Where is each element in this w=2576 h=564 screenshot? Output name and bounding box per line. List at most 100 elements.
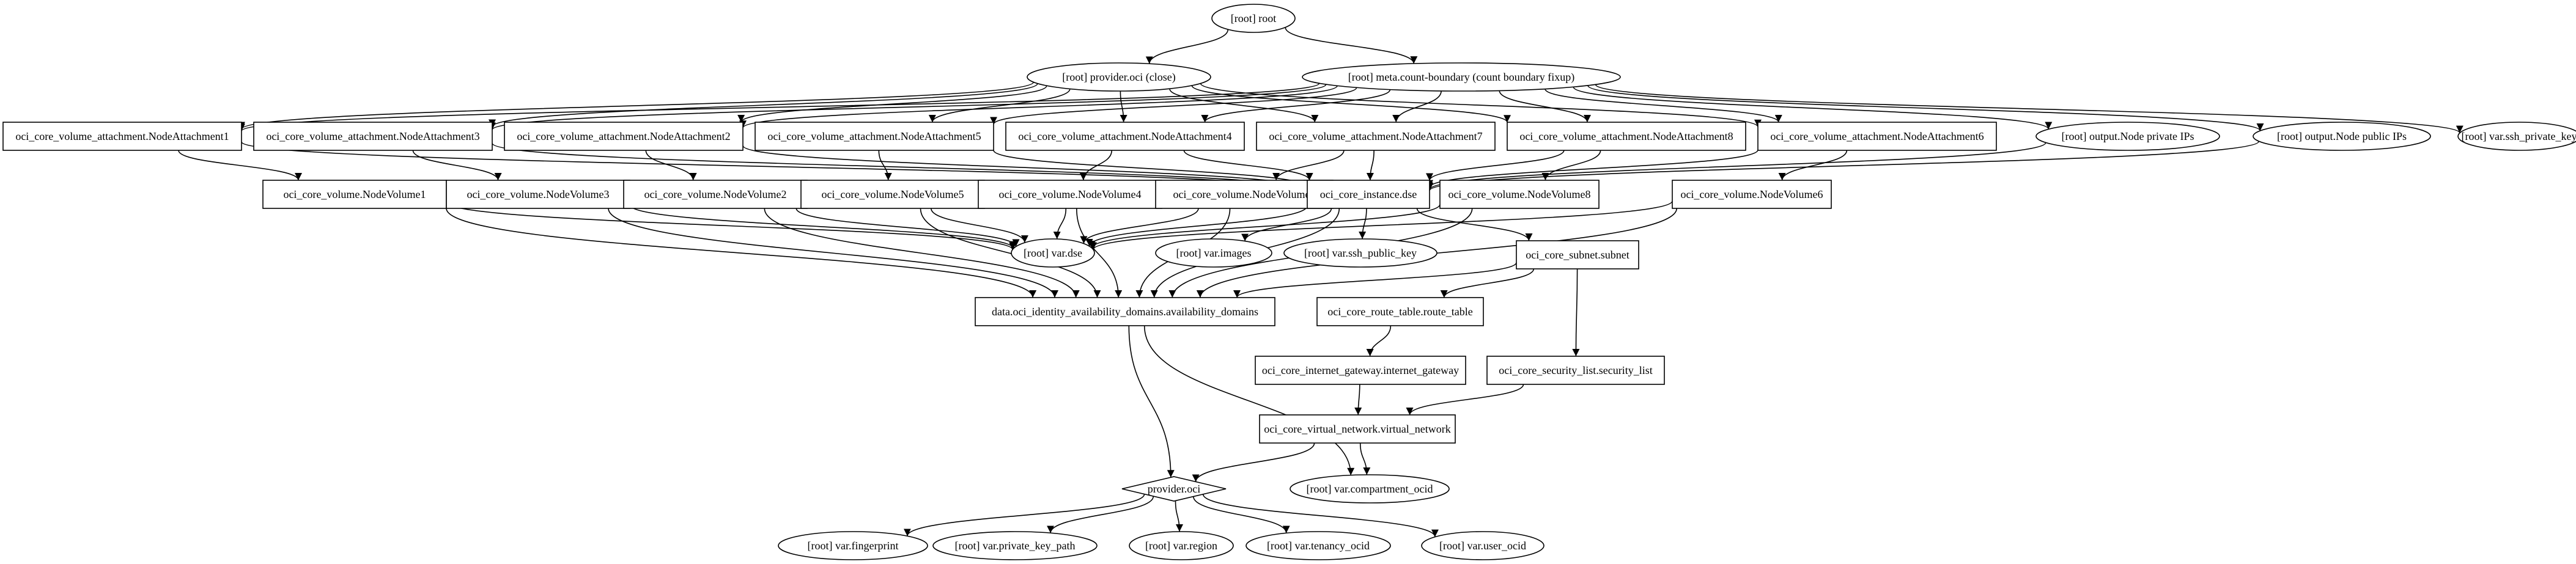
edge-instance-to-var_images [1241, 208, 1332, 241]
node-label: [root] var.dse [1024, 247, 1082, 259]
node-shape [1672, 180, 1832, 209]
edge-subnet-to-ads [1233, 262, 1517, 298]
edge-nv7-to-var_dse [1080, 208, 1199, 244]
node-instance: oci_core_instance.dse [1307, 180, 1430, 209]
node-root: [root] root [1211, 4, 1296, 33]
node-compartment: [root] var.compartment_ocid [1290, 474, 1450, 504]
edge-nv2-to-ads [764, 208, 1080, 298]
node-label: oci_core_route_table.route_table [1327, 306, 1472, 318]
node-route-table: oci_core_route_table.route_table [1316, 297, 1484, 326]
node-shape [1439, 180, 1600, 209]
node-label: oci_core_volume_attachment.NodeAttachmen… [517, 130, 730, 142]
node-label: oci_core_volume_attachment.NodeAttachmen… [1770, 130, 1984, 142]
node-shape [1155, 238, 1272, 268]
node-sec-list: oci_core_security_list.security_list [1486, 356, 1665, 385]
edges-layer [178, 27, 2463, 537]
node-label: [root] var.private_key_path [955, 540, 1076, 552]
node-label: oci_core_volume_attachment.NodeAttachmen… [1269, 130, 1482, 142]
edge-na7-to-nv7 [1272, 150, 1345, 181]
node-shape [975, 297, 1275, 326]
node-ads: data.oci_identity_availability_domains.a… [975, 297, 1275, 326]
edge-provider_close-to-na5 [928, 89, 1071, 123]
node-var-ssh-public: [root] var.ssh_public_key [1283, 238, 1437, 268]
node-nv7: oci_core_volume.NodeVolume7 [1155, 180, 1334, 209]
node-label: data.oci_identity_availability_domains.a… [992, 306, 1258, 318]
node-label: oci_core_volume.NodeVolume2 [644, 188, 786, 200]
node-shape [1757, 122, 1997, 151]
edge-route_table-to-igw [1366, 325, 1392, 357]
node-label: oci_core_internet_gateway.internet_gatew… [1262, 364, 1459, 376]
node-label: oci_core_volume.NodeVolume7 [1173, 188, 1315, 200]
edge-provider-to-user [1202, 494, 1439, 537]
node-var-dse: [root] var.dse [1011, 238, 1095, 268]
node-nv5: oci_core_volume.NodeVolume5 [800, 180, 985, 209]
node-na3: oci_core_volume_attachment.NodeAttachmen… [253, 122, 493, 151]
node-shape [2253, 122, 2431, 151]
node-vcn: oci_core_virtual_network.virtual_network [1259, 414, 1456, 444]
edge-nv5-to-ads [920, 208, 1101, 298]
node-shape [1005, 122, 1245, 151]
node-na5: oci_core_volume_attachment.NodeAttachmen… [755, 122, 994, 151]
edge-provider-to-fingerprint [904, 494, 1145, 537]
edge-na6-to-nv6 [1778, 150, 1848, 181]
node-shape [1316, 297, 1484, 326]
node-meta-count: [root] meta.count-boundary (count bounda… [1302, 62, 1621, 92]
node-label: oci_core_volume.NodeVolume5 [821, 188, 964, 200]
edge-instance-to-subnet [1416, 208, 1533, 241]
node-shape [1129, 531, 1234, 560]
edge-sec_list-to-vcn [1406, 384, 1524, 416]
edge-na5-to-nv5 [878, 150, 892, 181]
edge-provider_close-to-na8 [1191, 85, 1511, 123]
node-shape [755, 122, 994, 151]
edge-meta_count-to-na7 [1392, 90, 1442, 123]
edge-instance-to-var_dse [1085, 205, 1308, 247]
node-shape [1283, 238, 1437, 268]
node-shape [1507, 122, 1746, 151]
node-subnet: oci_core_subnet.subnet [1516, 240, 1639, 269]
node-label: oci_core_volume.NodeVolume1 [283, 188, 426, 200]
node-shape [1302, 62, 1621, 92]
edge-meta_count-to-out_private [1573, 86, 2053, 130]
node-shape [623, 180, 808, 209]
edge-provider_close-to-na7 [1169, 88, 1319, 123]
node-provider-close: [root] provider.oci (close) [1027, 62, 1211, 92]
edge-provider_close-to-na3 [489, 82, 1038, 128]
node-shape [1486, 356, 1665, 385]
edge-meta_count-to-na5 [990, 87, 1357, 125]
node-shape [2035, 122, 2220, 151]
node-label: [root] var.user_ocid [1439, 540, 1526, 552]
node-label: [root] provider.oci (close) [1062, 71, 1175, 84]
node-out-private: [root] output.Node private IPs [2035, 122, 2220, 151]
node-na6: oci_core_volume_attachment.NodeAttachmen… [1757, 122, 1997, 151]
node-shape [1256, 122, 1496, 151]
node-shape [2, 122, 242, 151]
node-na2: oci_core_volume_attachment.NodeAttachmen… [504, 122, 744, 151]
edge-root-to-provider_close [1145, 29, 1229, 64]
edge-provider_close-to-na1 [238, 81, 1034, 130]
edge-provider-to-private_key_path [1047, 496, 1154, 533]
edge-na7-to-instance [1366, 150, 1375, 181]
node-label: [root] var.tenancy_ocid [1267, 540, 1370, 552]
edge-provider-to-region [1175, 500, 1183, 532]
node-shape [1246, 531, 1391, 560]
node-nv8: oci_core_volume.NodeVolume8 [1439, 180, 1600, 209]
node-label: oci_core_instance.dse [1320, 188, 1417, 200]
node-shape [1259, 414, 1456, 444]
node-na4: oci_core_volume_attachment.NodeAttachmen… [1005, 122, 1245, 151]
node-shape [253, 122, 493, 151]
edge-igw-to-vcn [1354, 384, 1362, 416]
edge-provider_close-to-na6 [1200, 82, 1762, 128]
node-shape [1027, 62, 1211, 92]
edge-nv8-to-var_dse [1088, 204, 1441, 249]
edge-na4-to-instance [1183, 150, 1313, 181]
node-shape [778, 531, 928, 560]
edge-ads-to-provider [1128, 325, 1175, 478]
node-provider: provider.oci [1121, 476, 1227, 502]
node-na7: oci_core_volume_attachment.NodeAttachmen… [1256, 122, 1496, 151]
edge-na1-to-nv1 [178, 150, 302, 181]
node-shape [446, 180, 630, 209]
node-igw: oci_core_internet_gateway.internet_gatew… [1255, 356, 1466, 385]
node-label: oci_core_volume.NodeVolume4 [998, 188, 1141, 200]
node-na1: oci_core_volume_attachment.NodeAttachmen… [2, 122, 242, 151]
node-label: oci_core_volume.NodeVolume3 [467, 188, 609, 200]
